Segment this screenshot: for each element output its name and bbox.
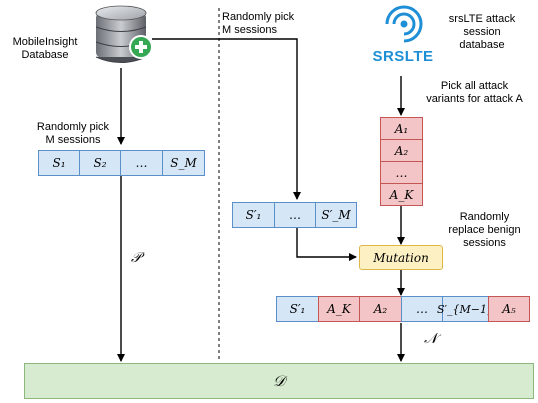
sprime-cell: S′₁ — [232, 202, 275, 228]
arrow-db-to-sprime — [152, 38, 301, 200]
attack-variant-cell: … — [380, 161, 423, 184]
sprime-sequence: S′₁ … S′_M — [232, 202, 357, 228]
mixed-cell-attack: A₂ — [359, 296, 402, 322]
replace-sessions-label: Randomly replace benign sessions — [448, 211, 521, 249]
srslte-db-label: srsLTE attack session database — [448, 13, 516, 51]
mixed-cell-attack: A₅ — [488, 296, 530, 322]
mixed-cell-benign: … — [401, 296, 443, 322]
attack-variant-cell: A_K — [380, 183, 423, 206]
pick-variants-label: Pick all attack variants for attack A — [426, 80, 523, 105]
n-symbol: 𝒩 — [424, 331, 438, 347]
mixed-cell-benign: S′₁ — [276, 296, 319, 322]
attack-variant-cell: A₂ — [380, 139, 423, 162]
mixed-cell-benign: S′_{M−1} — [437, 296, 494, 322]
attack-variant-cell: A₁ — [380, 117, 423, 140]
dataset-bar: 𝒟 — [24, 363, 534, 399]
srslte-logo-icon — [385, 5, 423, 43]
s-cell: … — [120, 150, 163, 176]
mixed-cell-attack: A_K — [318, 296, 360, 322]
arrow-sprime-to-mutation — [296, 228, 357, 261]
pick-sessions-label-mid: Randomly pick M sessions — [222, 11, 295, 36]
s-sequence: S₁ S₂ … S_M — [38, 150, 205, 176]
s-cell: S₁ — [38, 150, 80, 176]
mutation-box: Mutation — [359, 245, 443, 270]
dataset-symbol: 𝒟 — [273, 372, 285, 390]
s-cell: S₂ — [79, 150, 121, 176]
srslte-logo-text: SRSLTE — [372, 48, 434, 65]
p-symbol: 𝒫 — [131, 250, 142, 266]
sprime-cell: S′_M — [315, 202, 357, 228]
database-add-icon — [95, 5, 153, 63]
mixed-sequence: S′₁ A_K A₂ … S′_{M−1} A₅ — [276, 296, 530, 322]
mobileinsight-db-label: MobileInsight Database — [12, 36, 78, 61]
s-cell: S_M — [162, 150, 205, 176]
sprime-cell: … — [274, 202, 316, 228]
pick-sessions-label-left: Randomly pick M sessions — [36, 121, 110, 146]
attack-variant-stack: A₁ A₂ … A_K — [380, 117, 423, 206]
